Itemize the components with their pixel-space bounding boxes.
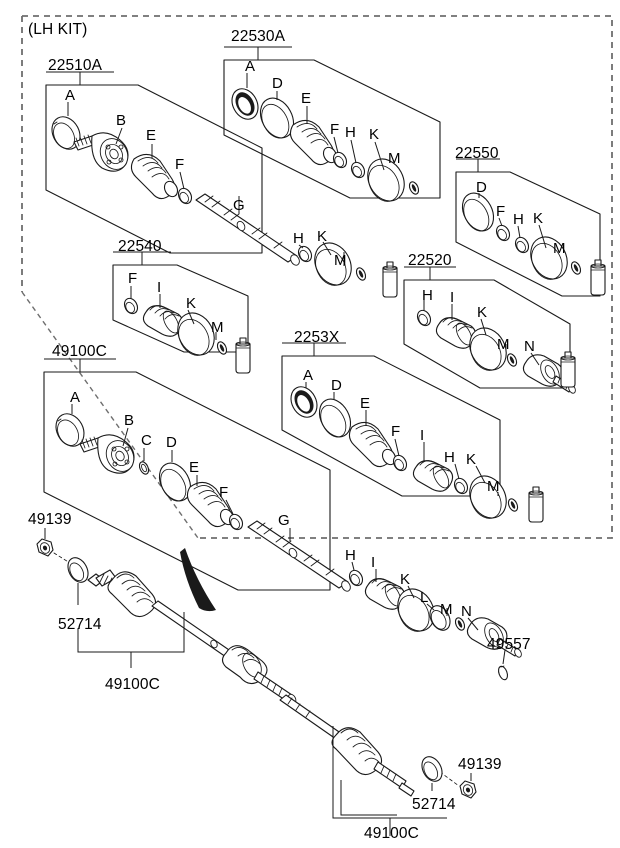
item-letter-a-2253x: A	[303, 367, 314, 384]
part-number-52714-left: 52714	[58, 616, 102, 633]
part-number-49100C-mid: 49100C	[52, 343, 107, 360]
item-letter-f-49100c: F	[219, 484, 229, 501]
item-letter-k-22540: K	[186, 295, 197, 312]
part-number-49100C-left: 49100C	[105, 676, 160, 693]
item-letter-h-2253x: H	[444, 449, 455, 466]
part-number-49139-bottom: 49139	[458, 756, 502, 773]
item-letter-m-22540: M	[211, 319, 224, 336]
item-letter-m-2253x: M	[487, 478, 500, 495]
part-number-22530A: 22530A	[231, 28, 286, 45]
item-letter-m-49100c: M	[440, 601, 453, 618]
item-letter-f-22540: F	[128, 270, 138, 287]
item-letter-i-49100c: I	[371, 554, 376, 571]
item-letter-h-22550: H	[513, 211, 524, 228]
item-letter-a-22530a: A	[245, 58, 256, 75]
part-number-52714-bottom: 52714	[412, 796, 456, 813]
item-letter-a-22510a: A	[65, 87, 76, 104]
item-letter-b-49100c: B	[124, 412, 135, 429]
item-letter-g-49100c: G	[278, 512, 290, 529]
item-letter-i-22520: I	[450, 289, 455, 306]
item-letter-n-49100c: N	[461, 603, 472, 620]
part-number-22510A: 22510A	[48, 57, 103, 74]
item-letter-h-22520: H	[422, 287, 433, 304]
item-letter-f-22510a: F	[175, 156, 185, 173]
item-letter-b-22510a: B	[116, 112, 127, 129]
item-letter-d-2253x: D	[331, 377, 342, 394]
item-letter-f-2253x: F	[391, 423, 401, 440]
part-number-22550: 22550	[455, 145, 499, 162]
item-letter-d-49100c: D	[166, 434, 177, 451]
item-letter-e-22510a: E	[146, 127, 157, 144]
part-number-49139-top: 49139	[28, 511, 72, 528]
item-letter-g-22510a: G	[233, 197, 245, 214]
item-letter-i-2253x: I	[420, 427, 425, 444]
item-letter-l-49100c: L	[420, 589, 429, 606]
item-letter-d-22530a: D	[272, 75, 283, 92]
item-letter-c-49100c: C	[141, 432, 152, 449]
item-letter-e-22530a: E	[301, 90, 312, 107]
item-letter-k-22550: K	[533, 210, 544, 227]
item-letter-m-22530a: M	[388, 150, 401, 167]
item-letter-k-2253x: K	[466, 451, 477, 468]
item-letter-k-22530a: K	[369, 126, 380, 143]
item-letter-h-49100c: H	[345, 547, 356, 564]
item-letter-f-22530a: F	[330, 121, 340, 138]
item-letter-e-49100c: E	[189, 459, 200, 476]
item-letter-h-22510a: H	[293, 230, 304, 247]
item-letter-f-22550: F	[496, 203, 506, 220]
item-letter-m-22550: M	[553, 240, 566, 257]
item-letter-k-22510a: K	[317, 228, 328, 245]
item-letter-e-2253x: E	[360, 395, 371, 412]
part-number-49557: 49557	[487, 636, 531, 653]
part-number-22540: 22540	[118, 238, 162, 255]
part-number-2253X: 2253X	[294, 329, 340, 346]
item-letter-a-49100c: A	[70, 389, 81, 406]
item-letter-i-22540: I	[157, 279, 162, 296]
part-number-22520: 22520	[408, 252, 452, 269]
item-letter-m-22510a: M	[334, 252, 347, 269]
item-letter-k-49100c: K	[400, 571, 411, 588]
item-letter-k-22520: K	[477, 304, 488, 321]
item-letter-h-22530a: H	[345, 124, 356, 141]
item-letter-n-22520: N	[524, 338, 535, 355]
part-number-49100C-bottom: 49100C	[364, 825, 419, 842]
item-letter-m-22520: M	[497, 336, 510, 353]
kit-label: (LH KIT)	[28, 21, 88, 38]
item-letter-d-22550: D	[476, 179, 487, 196]
